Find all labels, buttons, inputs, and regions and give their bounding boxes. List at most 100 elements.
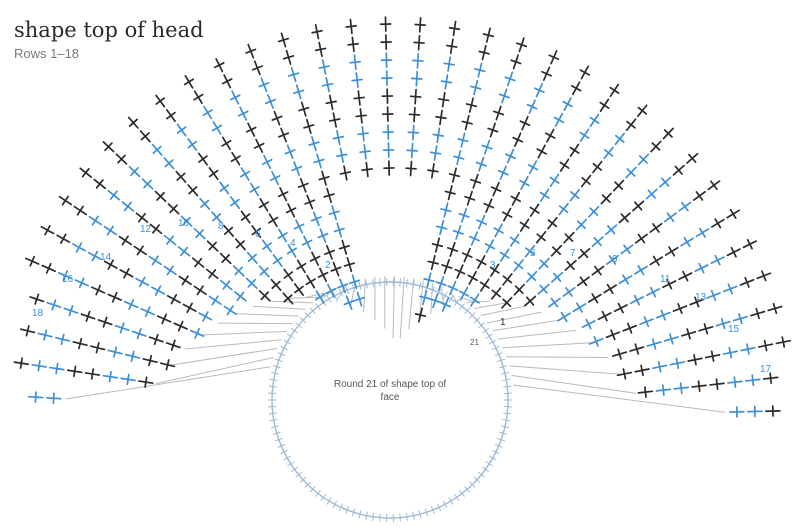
round-stitch <box>309 307 316 315</box>
stitch <box>353 291 366 307</box>
stitch <box>413 34 425 51</box>
round-stitch <box>481 327 489 334</box>
stitch <box>24 255 40 267</box>
connector-line <box>513 384 725 413</box>
stitch <box>264 94 276 109</box>
row-label-right: 9 <box>612 254 618 265</box>
connector-line <box>155 356 274 385</box>
round-stitch <box>326 295 332 303</box>
round-stitch <box>499 431 508 435</box>
round-stitch <box>473 317 481 324</box>
stitch <box>268 213 279 227</box>
connector-line <box>502 342 593 349</box>
round-stitch <box>412 280 415 289</box>
stitch <box>178 275 192 286</box>
stitch <box>286 244 298 258</box>
stitch <box>66 365 83 378</box>
stitch <box>461 247 473 263</box>
stitch <box>603 146 614 160</box>
stitch <box>193 285 207 296</box>
stitch <box>767 302 783 315</box>
connector-line <box>235 313 299 317</box>
stitch <box>526 99 538 114</box>
stitch <box>103 259 118 270</box>
stitch <box>261 154 273 170</box>
stitch <box>272 254 283 268</box>
stitch <box>213 58 225 73</box>
round-stitch <box>345 506 350 514</box>
stitch <box>513 259 524 272</box>
stitch <box>762 372 779 384</box>
stitch <box>304 194 316 210</box>
stitch <box>123 299 139 310</box>
stitch <box>325 283 337 299</box>
round-stitch <box>287 333 295 339</box>
stitch <box>74 277 89 289</box>
round-stitch <box>283 455 291 461</box>
stitch <box>474 62 486 78</box>
round-stitch <box>453 493 460 501</box>
stitch <box>249 182 260 197</box>
stitch <box>662 278 677 290</box>
stitch <box>440 297 451 312</box>
stitch <box>323 244 335 260</box>
connector-line <box>487 311 542 324</box>
stitch <box>107 291 122 303</box>
round-stitch <box>338 503 344 512</box>
stitch <box>166 293 181 305</box>
stitch <box>457 132 469 148</box>
round-stitch <box>295 471 303 478</box>
stitch <box>93 178 107 190</box>
row-label-right: 5 <box>530 248 536 259</box>
stitch <box>478 45 490 61</box>
stitch <box>139 130 151 143</box>
round-stitch <box>277 443 286 448</box>
stitch <box>270 278 282 291</box>
stitch <box>285 203 297 218</box>
stitch <box>140 306 155 318</box>
stitch <box>229 196 240 210</box>
connector-line <box>200 330 287 336</box>
connector-line <box>480 305 525 317</box>
row-label-right: 7 <box>570 248 576 259</box>
connector-line <box>441 287 445 309</box>
stitch <box>88 215 102 226</box>
stitch <box>429 145 442 161</box>
stitch <box>740 343 756 355</box>
round-stitch <box>485 461 493 467</box>
stitch <box>383 160 395 176</box>
stitch <box>332 129 345 146</box>
stitch <box>301 235 313 250</box>
stitch <box>479 278 490 292</box>
stitch <box>553 112 565 127</box>
stitch <box>298 101 310 117</box>
stitch <box>454 264 466 279</box>
stitch <box>232 265 245 277</box>
stitch <box>613 302 628 314</box>
stitch <box>154 190 167 203</box>
round-stitch <box>358 281 362 290</box>
stitch <box>649 222 663 233</box>
stitch <box>669 357 686 370</box>
stitch <box>481 139 493 155</box>
stitch <box>550 244 563 257</box>
round-stitch <box>412 511 415 520</box>
round-stitch <box>291 466 299 473</box>
stitch <box>563 231 575 244</box>
stitch <box>469 80 482 96</box>
stitch <box>549 173 560 187</box>
stitch <box>605 254 619 265</box>
row-label-right: 13 <box>695 292 707 303</box>
stitch <box>72 242 87 253</box>
stitch <box>155 94 166 108</box>
stitch <box>729 406 745 418</box>
stitch <box>305 274 316 289</box>
stitch <box>461 114 473 131</box>
stitch <box>559 158 570 172</box>
round-stitch <box>365 511 368 520</box>
stitch <box>499 248 510 262</box>
stitch <box>765 405 781 417</box>
round-stitch <box>280 345 288 351</box>
stitch <box>652 361 668 373</box>
stitch <box>632 200 645 212</box>
